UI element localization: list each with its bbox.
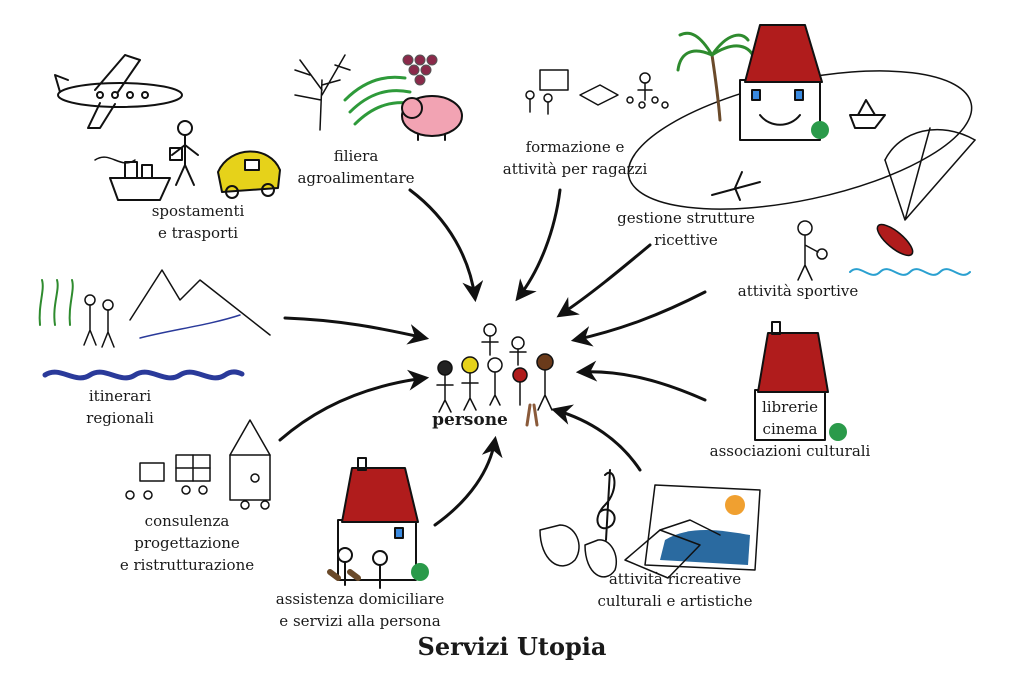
label-line: e ristrutturazione: [119, 556, 255, 574]
house-icon: [739, 24, 829, 141]
label-itinerari: itinerari regionali: [86, 385, 154, 429]
diagram-title: Servizi Utopia: [417, 632, 607, 661]
arrow-formazione: [515, 188, 562, 302]
boat-small-icon: [849, 99, 886, 129]
people-crowd-icon: [436, 323, 554, 427]
label-formazione: formazione e attività per ragazzi: [503, 136, 648, 180]
pig-icon: [401, 95, 463, 141]
label-line: agroalimentare: [297, 169, 415, 187]
waves-icon: [849, 268, 971, 276]
label-line: attività sportive: [737, 282, 859, 300]
kitesurf-icon: [876, 127, 976, 257]
arrow-gestione: [556, 243, 652, 318]
label-line: cinema: [762, 420, 818, 438]
arrow-sportive: [570, 290, 707, 347]
assistenza-house-icon: [327, 457, 429, 589]
classroom-icon: [525, 69, 669, 115]
label-line: formazione e: [525, 138, 625, 156]
label-consulenza: consulenza progettazione e ristrutturazi…: [120, 510, 254, 576]
label-line: spostamenti: [151, 202, 245, 220]
arrow-ricreative: [550, 404, 642, 472]
label-line: regionali: [86, 409, 154, 427]
label-assistenza: assistenza domiciliare e servizi alla pe…: [276, 588, 444, 632]
arrow-itinerari: [283, 316, 430, 345]
label-gestione: gestione strutture ricettive: [617, 207, 755, 251]
car-icon: [217, 150, 281, 199]
label-line: gestione strutture: [617, 209, 755, 227]
person-icon: [169, 120, 199, 186]
arrow-librerie: [575, 360, 707, 402]
label-line: progettazione: [134, 534, 240, 552]
hikers-icon: [83, 294, 115, 348]
label-line: librerie: [761, 398, 819, 416]
arrows: [278, 188, 707, 527]
sport-person-icon: [797, 220, 828, 281]
label-line: filiera: [333, 147, 379, 165]
airplane-icon: [54, 54, 183, 129]
label-line: attività ricreative: [608, 570, 742, 588]
arrow-consulenza: [278, 369, 430, 442]
sea-waves-icon: [42, 369, 245, 381]
plane-small-icon: [711, 171, 761, 201]
grapes-icon: [402, 54, 438, 86]
librerie-house-icon: [754, 321, 847, 441]
label-line: e trasporti: [157, 224, 239, 242]
label-line: assistenza domiciliare: [275, 590, 445, 608]
tree-icon: [294, 54, 351, 131]
scaffold-house-icon: [229, 419, 271, 510]
label-line: ricettive: [654, 231, 718, 249]
arrow-filiera: [408, 188, 484, 303]
label-line: culturali e artistiche: [597, 592, 753, 610]
painting-icon: [644, 484, 761, 571]
ship-icon: [94, 156, 171, 201]
arrow-assistenza: [433, 435, 503, 527]
plans-icon: [125, 454, 211, 500]
masks-icon: [539, 524, 617, 578]
label-line: itinerari: [88, 387, 152, 405]
label-line: attività per ragazzi: [502, 160, 648, 178]
label-sportive: attività sportive: [738, 280, 858, 302]
forest-icon: [38, 279, 74, 326]
label-librerie: librerie cinema associazioni culturali: [710, 396, 871, 462]
mountains-icon: [129, 269, 271, 339]
label-line: consulenza: [144, 512, 230, 530]
label-line: e servizi alla persona: [279, 612, 441, 630]
center-label: persone: [432, 410, 508, 430]
palm-tree-icon: [676, 31, 757, 122]
label-ricreative: attività ricreative culturali e artistic…: [597, 568, 752, 612]
label-line: associazioni culturali: [709, 442, 871, 460]
label-filiera: filiera agroalimentare: [297, 145, 414, 189]
treble-clef-icon: [596, 469, 616, 541]
label-spostamenti: spostamenti e trasporti: [152, 200, 245, 244]
book-icon: [624, 519, 721, 579]
